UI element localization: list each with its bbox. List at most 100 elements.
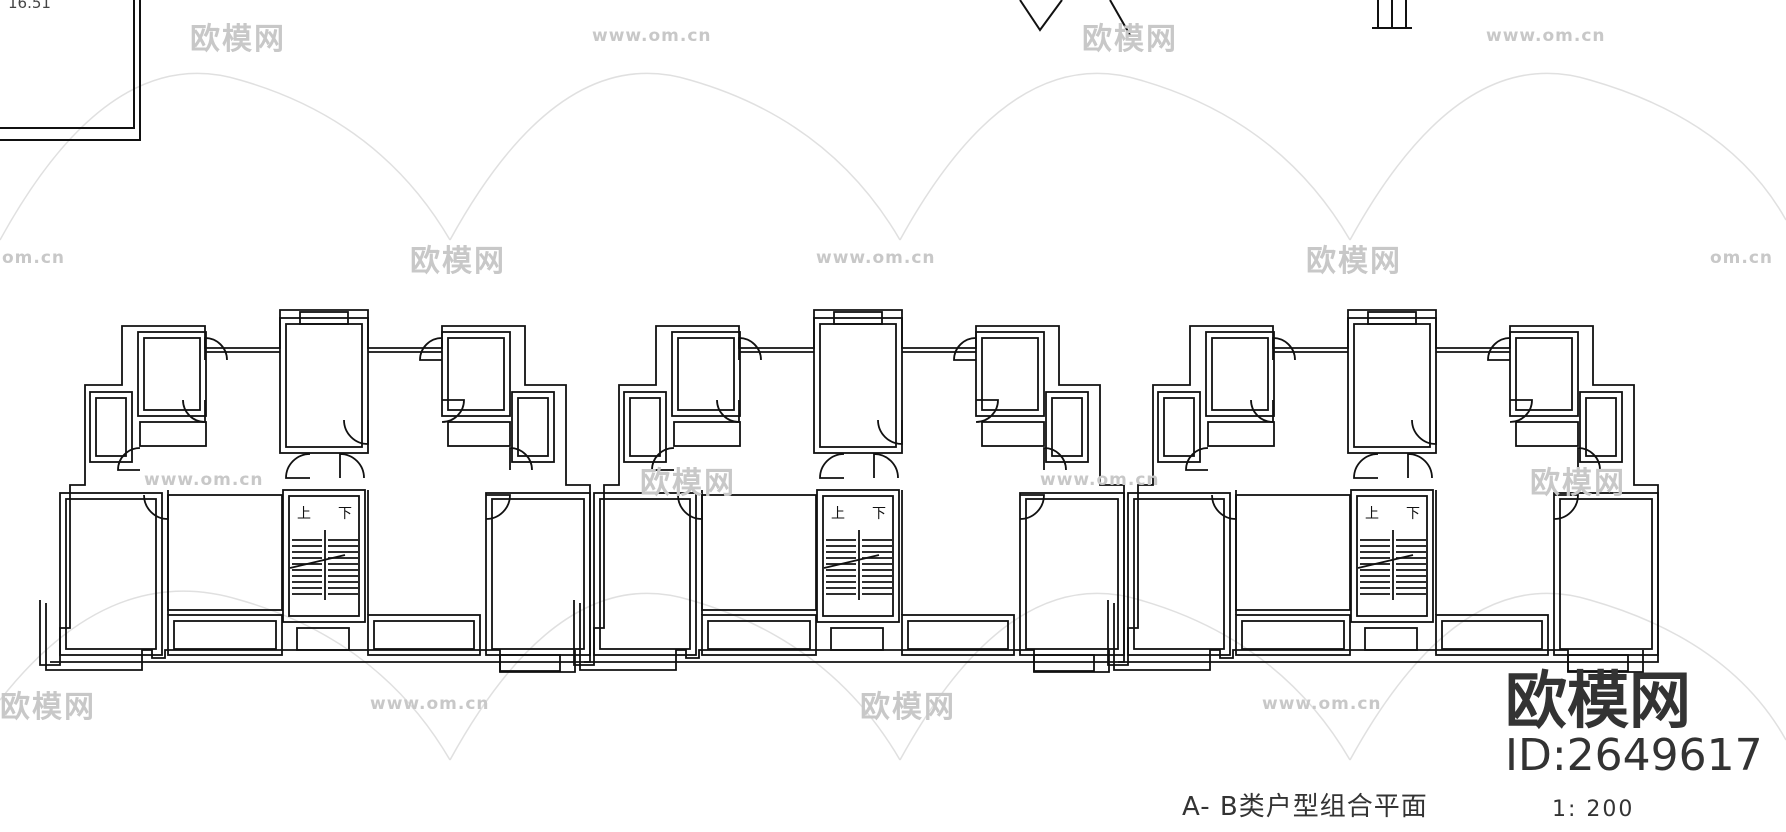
stair-entry — [830, 627, 884, 651]
watermark-brand: 欧模网 — [1306, 244, 1402, 279]
bathroom-right-inner — [447, 337, 505, 411]
watermark-brand: 欧模网 — [1530, 466, 1626, 501]
top-left-frame — [0, 0, 141, 141]
stair-cut-line — [823, 554, 880, 569]
bathroom-left-inner — [677, 337, 735, 411]
balcony-right — [367, 614, 481, 656]
watermark-brand: 欧模网 — [190, 22, 286, 57]
unit-group-1: 上下 — [39, 309, 591, 673]
brand-logo: 欧模网 — [1505, 664, 1692, 737]
unit-group-3: 上下 — [1107, 309, 1659, 673]
door-swing — [1577, 447, 1601, 471]
wash-counter-left — [139, 421, 207, 447]
closet-right-inner — [1051, 397, 1083, 457]
watermark-url: om.cn — [2, 248, 66, 268]
watermark-url: www.om.cn — [592, 26, 712, 46]
balcony-left-inner — [707, 620, 811, 650]
closet-right-inner — [1585, 397, 1617, 457]
door-swing — [1407, 453, 1433, 479]
door-swing — [953, 337, 977, 361]
stair-up-label: 上 — [1365, 506, 1379, 522]
kitchen-window — [299, 311, 349, 325]
watermark-brand: 欧模网 — [0, 690, 96, 725]
bedroom-right-inner — [1559, 498, 1653, 650]
closet-right — [1045, 391, 1089, 463]
living-left — [701, 494, 817, 611]
wash-counter-right — [447, 421, 511, 447]
exterior-wall — [39, 309, 591, 666]
closet-left-inner — [1163, 397, 1195, 457]
door-swing — [509, 447, 533, 471]
stair-up-label: 上 — [831, 506, 845, 522]
door-swing — [441, 399, 465, 423]
closet-left-inner — [95, 397, 127, 457]
balcony-left — [167, 614, 283, 656]
bathroom-left — [137, 331, 207, 417]
door-swing — [285, 453, 311, 479]
stair-core-inner — [1356, 495, 1428, 617]
watermark-brand: 欧模网 — [860, 690, 956, 725]
door-swing — [738, 337, 762, 361]
balcony-right-inner — [373, 620, 475, 650]
stair-core — [282, 489, 366, 623]
door-swing — [1185, 447, 1209, 471]
unit-group-2: 上下 — [573, 309, 1125, 673]
door-swing — [1019, 494, 1045, 520]
kitchen-center — [813, 317, 903, 454]
kitchen-center-inner — [819, 323, 897, 448]
door-swing — [1272, 337, 1296, 361]
balcony-right-inner — [907, 620, 1009, 650]
unit-groups: 上下上下上下 — [39, 309, 1659, 673]
door-swing — [651, 447, 675, 471]
wash-counter-left — [1207, 421, 1275, 447]
closet-left — [1157, 391, 1201, 463]
wash-counter-left — [673, 421, 741, 447]
door-swing — [182, 399, 206, 423]
stair-down-label: 下 — [872, 506, 886, 522]
bedroom-left — [59, 492, 163, 656]
balcony-left-inner — [1241, 620, 1345, 650]
bathroom-left-inner — [143, 337, 201, 411]
watermark-brand: 欧模网 — [1082, 22, 1178, 57]
closet-right — [511, 391, 555, 463]
stair-entry — [296, 627, 350, 651]
closet-left-inner — [629, 397, 661, 457]
bathroom-right — [1509, 331, 1579, 417]
watermark-url: www.om.cn — [1262, 694, 1382, 714]
door-swing — [819, 453, 845, 479]
door-swing — [873, 453, 899, 479]
wash-counter-right — [981, 421, 1045, 447]
bedroom-left-inner — [599, 498, 691, 650]
closet-left — [89, 391, 133, 463]
wash-counter-right — [1515, 421, 1579, 447]
bathroom-left — [671, 331, 741, 417]
drawing-title: A- B类户型组合平面 — [1182, 792, 1428, 822]
door-swing — [877, 419, 903, 445]
door-swing — [716, 399, 740, 423]
living-left — [1235, 494, 1351, 611]
stair-cut-line — [289, 554, 346, 569]
watermark-url: om.cn — [1710, 248, 1774, 268]
kitchen-center-inner — [1353, 323, 1431, 448]
exterior-wall-lower — [1113, 603, 1644, 673]
brand-id: ID:2649617 — [1505, 730, 1763, 781]
watermark-brand: 欧模网 — [640, 466, 736, 501]
door-swing — [677, 494, 703, 520]
door-swing — [117, 447, 141, 471]
bathroom-right-inner — [981, 337, 1039, 411]
bathroom-left — [1205, 331, 1275, 417]
watermark-url: www.om.cn — [1486, 26, 1606, 46]
balcony-right-inner — [1441, 620, 1543, 650]
drawing-scale: 1: 200 — [1552, 797, 1635, 822]
balcony-right — [901, 614, 1015, 656]
watermark-brand: 欧模网 — [410, 244, 506, 279]
door-swing — [1553, 494, 1579, 520]
door-swing — [1487, 337, 1511, 361]
stair-core — [1350, 489, 1434, 623]
watermark-url: www.om.cn — [370, 694, 490, 714]
bay-window — [1033, 654, 1095, 672]
door-swing — [1509, 399, 1533, 423]
door-swing — [143, 494, 169, 520]
door-swing — [1250, 399, 1274, 423]
